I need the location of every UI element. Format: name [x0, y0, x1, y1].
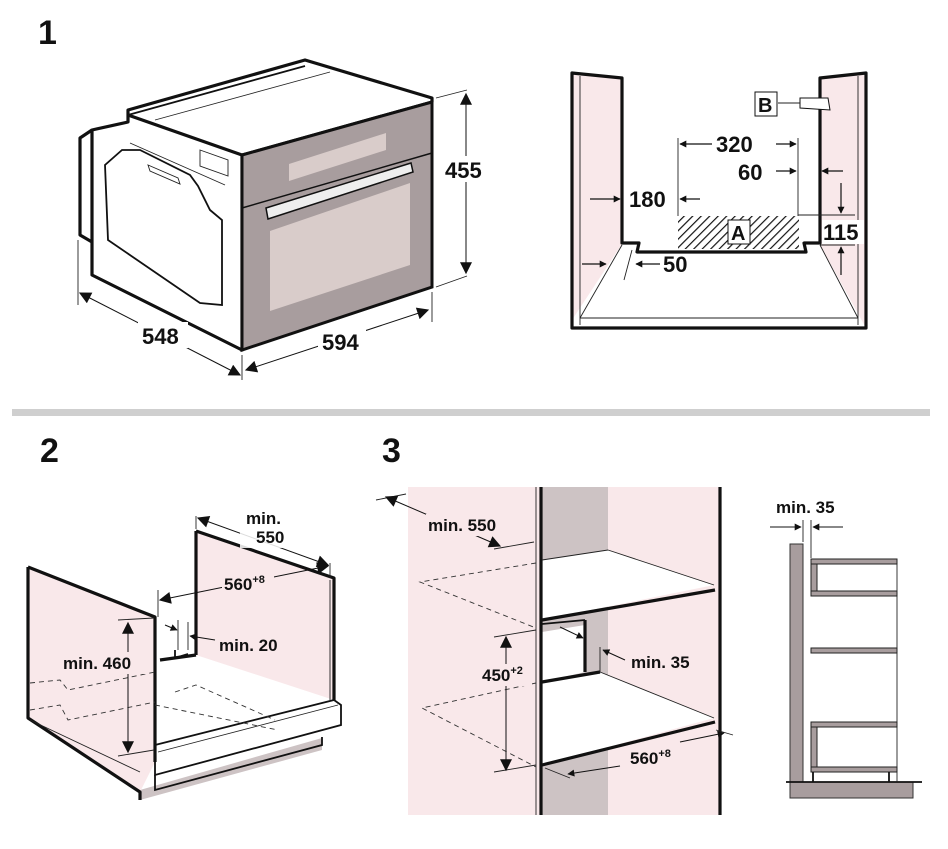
dimension-115-label: 115 [823, 220, 859, 245]
dimension-min20-label: min. 20 [219, 636, 278, 655]
section-separator [12, 409, 930, 416]
dimension-depth-label: 548 [142, 324, 179, 349]
bracket-b-label: B [758, 95, 772, 117]
dimension-560-3-value: 560+8 [630, 748, 671, 768]
side-section: min. 35 [770, 498, 922, 799]
dimension-50-label: 50 [663, 252, 687, 277]
dimension-320-label: 320 [716, 132, 753, 157]
dimension-min460-label: min. 460 [63, 654, 131, 673]
step-number-2: 2 [40, 432, 59, 470]
dimension-min550-prefix: min. [246, 509, 281, 528]
dimension-height: 455 [435, 89, 490, 288]
dimension-min550-label: min. 550 [428, 516, 496, 535]
tall-cabinet [408, 487, 722, 815]
oven-illustration [78, 58, 434, 353]
dimension-height-label: 455 [445, 158, 482, 183]
dimension-depth: 548 [77, 240, 242, 376]
dimension-width: 594 [241, 292, 433, 380]
step-number-3: 3 [382, 432, 401, 470]
dimension-width-label: 594 [322, 330, 359, 355]
dimension-450-value: 450+2 [482, 665, 523, 685]
dimension-min35-label: min. 35 [631, 653, 690, 672]
dimension-180-label: 180 [629, 187, 666, 212]
dimension-60-label: 60 [738, 160, 762, 185]
side-min35-label: min. 35 [776, 498, 835, 517]
niche-cross-section: A B 320 60 180 115 50 [570, 71, 868, 330]
step-number-1: 1 [38, 14, 57, 52]
bracket-b-icon [799, 97, 831, 111]
dimension-min550-value: 550 [256, 528, 284, 547]
zone-a-label: A [731, 223, 745, 245]
dimension-560-value: 560+8 [224, 574, 265, 594]
